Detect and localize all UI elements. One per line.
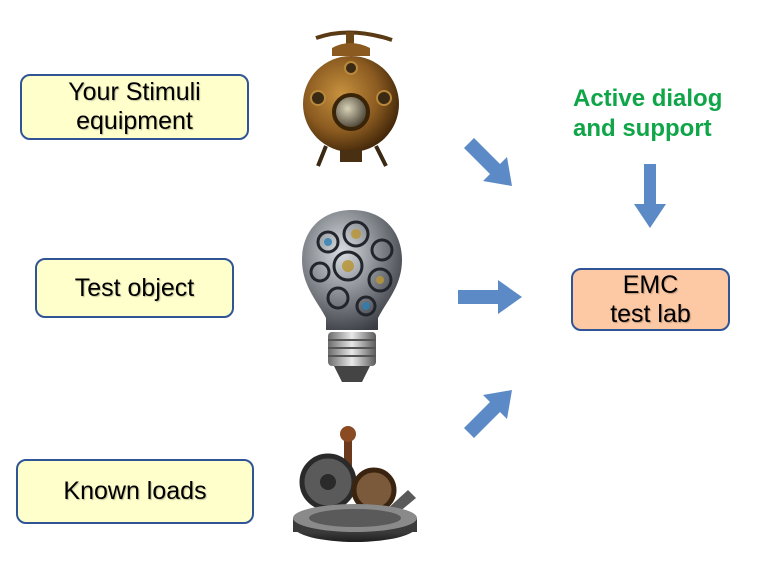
diving-bell-illustration	[303, 30, 399, 167]
known-loads-box: Known loads	[16, 459, 254, 524]
stimuli-equipment-box: Your Stimuli equipment	[20, 74, 249, 140]
arrow-icon	[464, 138, 512, 186]
arrow-icon	[458, 280, 522, 314]
rusty-gear-machine-illustration	[293, 426, 417, 542]
support-note: Active dialog and support	[573, 85, 723, 142]
test-object-box: Test object	[35, 258, 234, 318]
arrow-icon	[464, 390, 512, 438]
arrow-icon	[634, 164, 666, 228]
emc-test-lab-box: EMC test lab	[571, 268, 730, 331]
gear-lightbulb-illustration	[302, 210, 402, 382]
